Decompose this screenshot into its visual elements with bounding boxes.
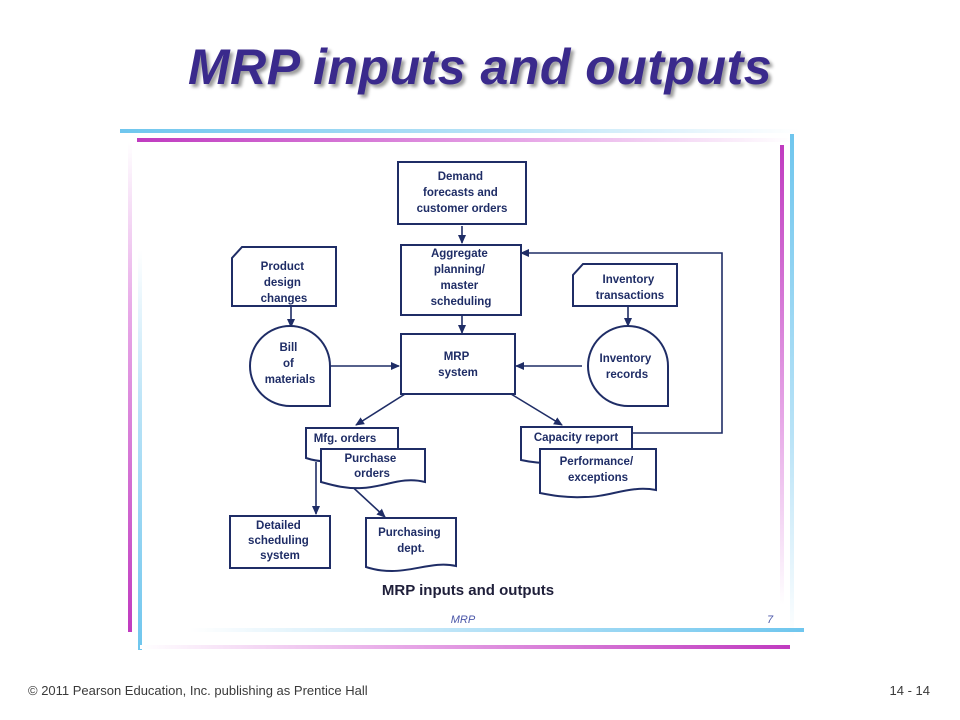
performance-exceptions-label: Performance/ exceptions bbox=[560, 456, 637, 484]
demand-box bbox=[397, 161, 527, 225]
inventory-records-disk bbox=[587, 325, 669, 407]
mrp-system-box bbox=[400, 333, 516, 395]
aggregate-planning-box bbox=[400, 244, 522, 316]
slide-number: 14 - 14 bbox=[889, 683, 930, 698]
purchasing-dept-label: Purchasing dept. bbox=[378, 527, 444, 555]
bill-of-materials-disk bbox=[249, 325, 331, 407]
purchasing-dept-box bbox=[365, 517, 457, 573]
mfg-orders-label: Mfg. orders bbox=[314, 433, 377, 445]
mrp-system-label: MRP system bbox=[438, 351, 478, 379]
product-design-changes-card bbox=[231, 246, 337, 307]
bill-of-materials-label: Bill of materials bbox=[265, 342, 316, 386]
inventory-transactions-card bbox=[572, 263, 678, 307]
capacity-report-label: Capacity report bbox=[534, 432, 619, 444]
slide-title: MRP inputs and outputs bbox=[187, 39, 773, 95]
inventory-transactions-label: Inventory transactions bbox=[596, 274, 664, 302]
detailed-scheduling-box bbox=[229, 515, 331, 569]
demand-label: Demand forecasts and customer orders bbox=[417, 171, 508, 215]
purchase-orders-label: Purchase orders bbox=[345, 453, 400, 480]
product-design-changes-label: Product design changes bbox=[261, 261, 308, 305]
performance-exceptions-document bbox=[539, 448, 657, 499]
diagram-caption: MRP inputs and outputs bbox=[382, 582, 554, 599]
detailed-scheduling-label: Detailed scheduling system bbox=[248, 520, 312, 562]
diagram-connectors bbox=[287, 226, 723, 518]
copyright-footer: © 2011 Pearson Education, Inc. publishin… bbox=[28, 683, 368, 698]
aggregate-planning-label: Aggregate planning/ master scheduling bbox=[431, 248, 492, 308]
purchase-orders-document bbox=[320, 448, 426, 490]
page-number: 7 bbox=[767, 614, 774, 626]
page-label: MRP bbox=[451, 614, 476, 626]
inventory-records-label: Inventory records bbox=[600, 353, 655, 381]
decorative-frame bbox=[120, 129, 804, 650]
